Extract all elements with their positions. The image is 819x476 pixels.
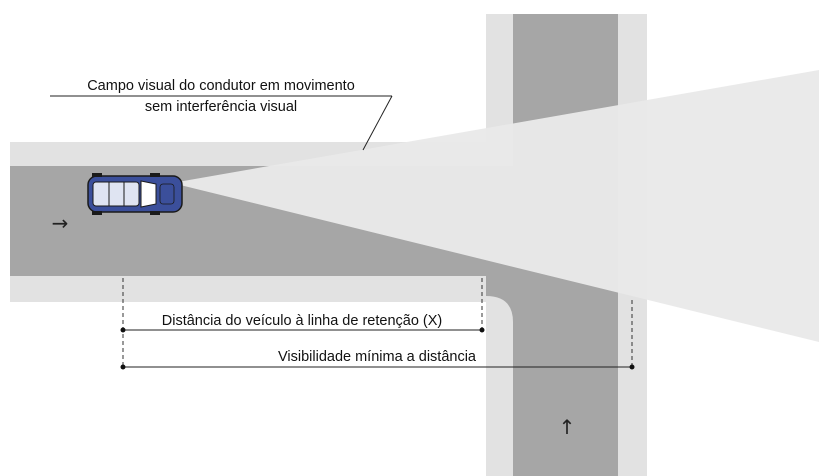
roadway-corner — [486, 276, 513, 322]
visibility-end-marker — [629, 364, 635, 370]
minimum-visibility-label: Visibilidade mínima a distância — [278, 349, 477, 365]
distance-start-marker — [120, 327, 126, 333]
corner-curb — [486, 276, 513, 476]
visual-field-label-line2: sem interferência visual — [145, 99, 297, 115]
vertical-direction-arrow-icon: ↑ — [559, 415, 576, 439]
visual-field-label-line1: Campo visual do condutor em movimento — [87, 78, 355, 94]
distance-to-stop-label: Distância do veículo à linha de retenção… — [162, 313, 443, 329]
horizontal-direction-arrow-icon: → — [52, 211, 69, 235]
label-leader-line — [362, 95, 393, 151]
visual-field-cone — [172, 70, 819, 342]
visibility-start-marker — [120, 364, 126, 370]
vehicle-icon — [87, 173, 183, 215]
distance-end-marker — [479, 327, 485, 333]
